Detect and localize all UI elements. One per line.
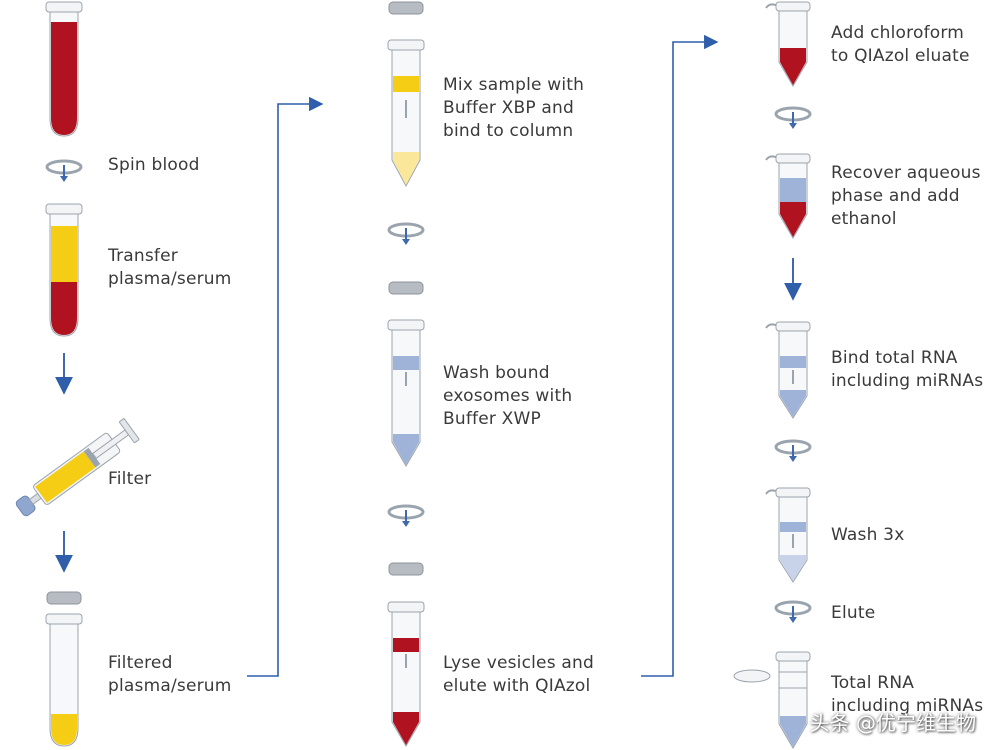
filtered-plasma-tube [45,613,83,747]
spin-icon [387,222,425,245]
connector-2 [641,34,719,677]
step-label-recover-aqueous: Recover aqueous phase and add ethanol [831,163,981,229]
step-label-bind-rna: Bind total RNA including miRNAs [831,348,984,391]
chloroform-tube [765,1,811,87]
step-label-filtered-plasma: Filtered plasma/serum [108,653,232,696]
elution-tube [733,651,811,749]
blood-tube [45,1,83,137]
step-label-transfer-plasma: Transfer plasma/serum [108,246,232,289]
connector-1 [247,96,324,677]
watermark-text: 头条 @优宁维生物 [809,711,976,735]
column-cap [388,1,424,15]
step-label-add-chloroform: Add chloroform to QIAzol eluate [831,23,970,66]
rna-bind-column [765,321,811,419]
step-label-spin-blood: Spin blood [108,155,200,175]
lysis-column-tube [387,601,425,747]
phase-separated-tube [765,153,811,239]
step-label-lyse-vesicles: Lyse vesicles and elute with QIAzol [443,653,594,696]
spin-icon [774,106,812,129]
spin-column-tube [387,39,425,188]
rna-wash-column [765,487,811,583]
column-cap [46,591,82,605]
column-cap [388,281,424,295]
step-label-total-rna: Total RNA including miRNAs [831,673,984,716]
separated-blood-tube [45,203,83,337]
spin-icon [387,504,425,527]
spin-icon [45,159,83,182]
syringe-filter [15,418,140,517]
step-label-elute: Elute [831,603,876,623]
step-label-filter: Filter [108,469,152,489]
spin-icon [774,600,812,623]
step-label-wash-3x: Wash 3x [831,525,905,545]
spin-icon [774,439,812,462]
step-label-mix-sample: Mix sample with Buffer XBP and bind to c… [443,75,585,141]
column-cap [388,562,424,576]
wash-column-tube [387,319,425,467]
step-label-wash-exosomes: Wash bound exosomes with Buffer XWP [443,363,573,429]
